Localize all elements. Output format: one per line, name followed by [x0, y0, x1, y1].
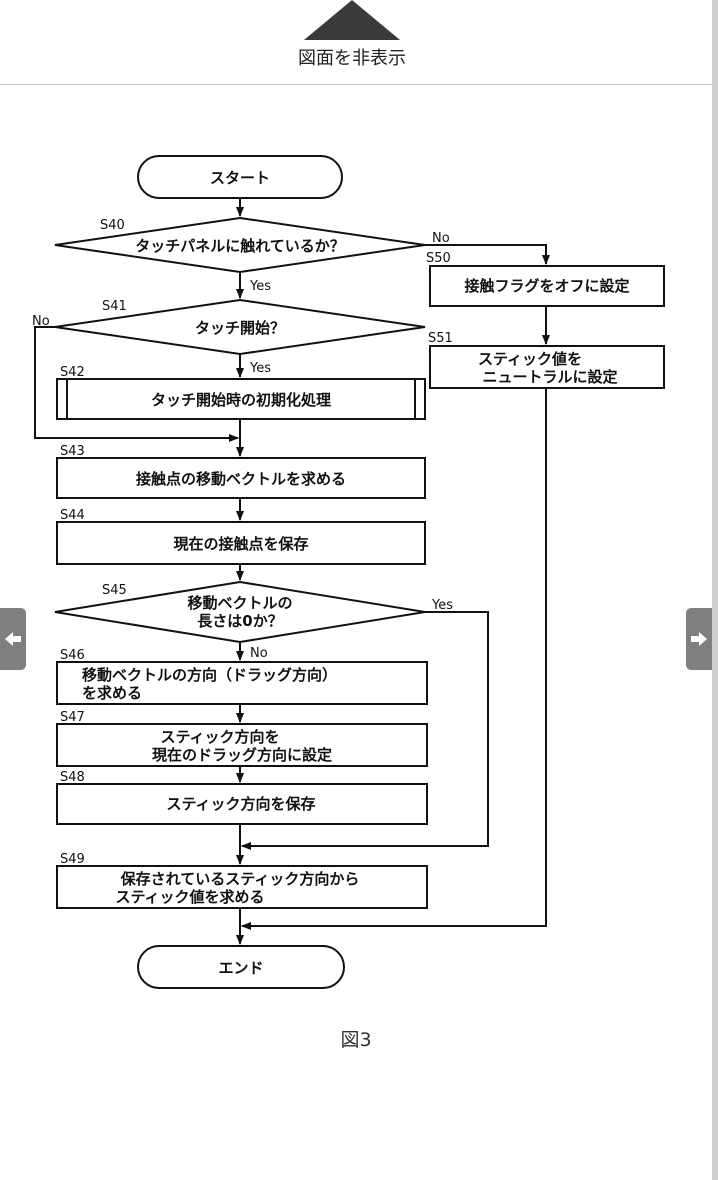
step-s50: S50 — [426, 251, 451, 266]
s45-yes-label: Yes — [431, 598, 453, 613]
s47-label-line1: スティック方向を — [160, 728, 279, 746]
s41-label: タッチ開始？ — [195, 319, 285, 337]
step-s42: S42 — [60, 365, 85, 380]
start-label: スタート — [210, 169, 270, 187]
end-label: エンド — [218, 959, 263, 977]
step-s44: S44 — [60, 508, 85, 523]
s45-label-line1: 移動ベクトルの — [187, 594, 292, 612]
s45-no-label: No — [250, 646, 268, 661]
s48-label: スティック方向を保存 — [166, 795, 315, 813]
s46-label-line1: 移動ベクトルの方向（ドラッグ方向） — [82, 666, 337, 684]
s46-label-line2: を求める — [82, 684, 142, 702]
step-s43: S43 — [60, 444, 85, 459]
s40-label: タッチパネルに触れているか？ — [135, 237, 345, 255]
s51-label-line2: ニュートラルに設定 — [482, 368, 617, 386]
s41-no-label: No — [32, 314, 50, 329]
step-s41: S41 — [102, 299, 127, 314]
step-s47: S47 — [60, 710, 85, 725]
s47-process — [56, 723, 428, 767]
scrollbar[interactable] — [712, 0, 718, 1180]
s42-label: タッチ開始時の初期化処理 — [151, 391, 331, 409]
s50-label: 接触フラグをオフに設定 — [464, 277, 629, 295]
hide-figure-toggle[interactable]: 図面を非表示 — [277, 0, 427, 80]
s46-process — [56, 661, 428, 705]
s49-process — [56, 865, 428, 909]
prev-figure-button[interactable] — [0, 608, 26, 670]
s48-process — [56, 783, 428, 825]
next-figure-button[interactable] — [686, 608, 712, 670]
figure-caption: 図3 — [340, 1029, 372, 1051]
step-s49: S49 — [60, 852, 85, 867]
step-s45: S45 — [102, 583, 127, 598]
arrow-right-icon — [691, 632, 707, 646]
step-s48: S48 — [60, 770, 85, 785]
s49-label-line2: スティック値を求める — [115, 888, 264, 906]
s40-yes-label: Yes — [249, 279, 271, 294]
s51-label-line1: スティック値を — [478, 350, 582, 368]
hide-figure-label: 図面を非表示 — [298, 48, 406, 69]
s50-process — [429, 265, 665, 307]
arrow-left-icon — [5, 632, 21, 646]
s43-process — [56, 457, 426, 499]
step-s51: S51 — [428, 331, 453, 346]
s44-label: 現在の接触点を保存 — [173, 535, 308, 553]
s41-yes-label: Yes — [249, 361, 271, 376]
step-s46: S46 — [60, 648, 85, 663]
s44-process — [56, 521, 426, 565]
step-s40: S40 — [100, 218, 125, 233]
s45-label-line2: 長さは0か？ — [197, 612, 282, 630]
triangle-up-icon — [304, 0, 400, 40]
s43-label: 接触点の移動ベクトルを求める — [136, 470, 346, 488]
s47-label-line2: 現在のドラッグ方向に設定 — [152, 746, 332, 764]
end-terminal — [137, 945, 345, 989]
s42-process — [56, 378, 426, 420]
s49-label-line1: 保存されているスティック方向から — [120, 870, 360, 888]
s51-process — [429, 345, 665, 389]
s40-no-label: No — [432, 231, 450, 246]
figure-toolbar: 図面を非表示 — [0, 0, 712, 85]
